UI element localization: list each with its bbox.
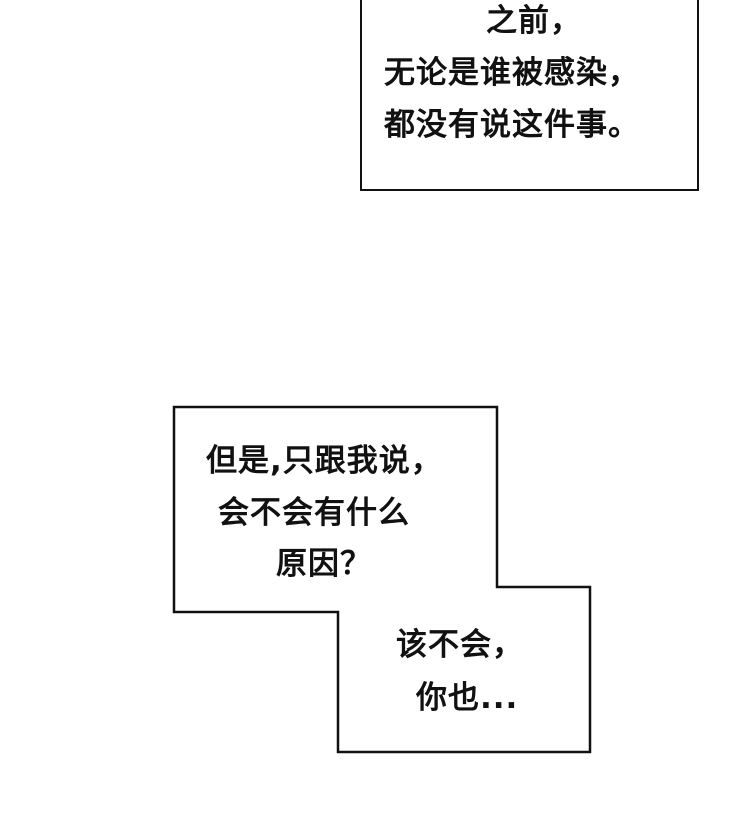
caption-top-line-3: 都没有说这件事。 <box>384 107 640 143</box>
caption-box-top <box>360 0 699 191</box>
caption-middle-line-1: 但是,只跟我说， <box>206 443 443 479</box>
caption-box-outline <box>172 405 592 754</box>
caption-middle-line-2: 会不会有什么 <box>218 495 410 531</box>
caption-top-line-1: 之前， <box>486 3 582 39</box>
caption-top-line-2: 无论是谁被感染， <box>384 55 640 91</box>
caption-bottom-line-2: 你也... <box>416 680 519 716</box>
caption-bottom-line-1: 该不会， <box>396 627 524 663</box>
caption-middle-line-3: 原因？ <box>276 546 372 582</box>
